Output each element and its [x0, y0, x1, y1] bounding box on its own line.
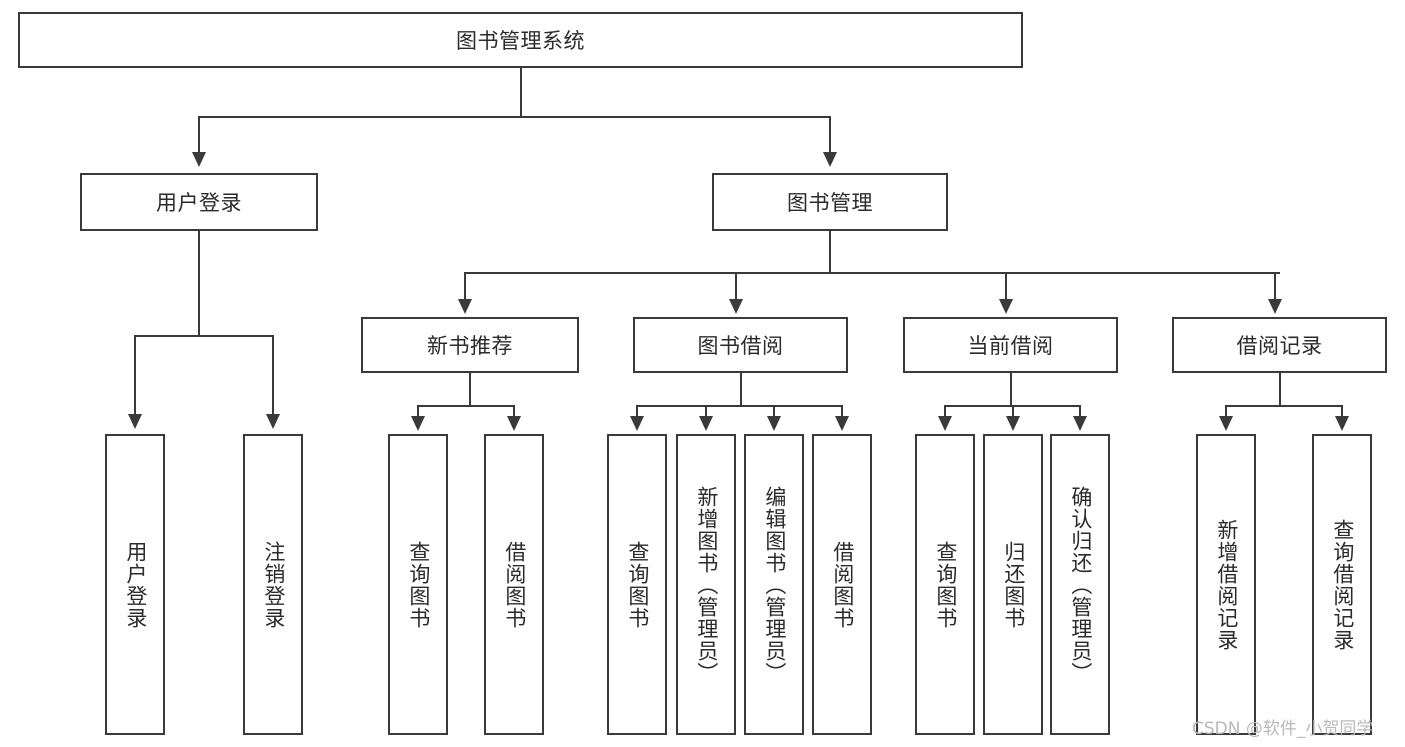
node-label: 查询图书 [625, 540, 650, 629]
arrowhead-cb-confirm-return [1073, 416, 1087, 431]
arrowhead-cb-query-book [938, 416, 952, 431]
node-label: 用户登录 [123, 540, 148, 629]
node-label: 用户登录 [156, 191, 242, 215]
connector-to-borrow-record [1274, 272, 1276, 302]
arrowhead-book-mgmt [823, 152, 837, 167]
node-label: 查询图书 [933, 540, 958, 629]
connector-bb-leaf1 [636, 405, 638, 419]
node-book-borrow[interactable]: 图书借阅 [633, 317, 848, 373]
connector-br-leaf2 [1341, 405, 1343, 419]
connector-to-current-borrow [1005, 272, 1007, 302]
connector-cb-leaf3 [1079, 405, 1081, 419]
leaf-cb-query-book[interactable]: 查询图书 [915, 434, 975, 735]
node-current-borrow[interactable]: 当前借阅 [903, 317, 1118, 373]
arrowhead-bb-add-book [699, 416, 713, 431]
node-label: 归还图书 [1001, 540, 1026, 629]
node-label: 新增借阅记录 [1214, 518, 1239, 651]
leaf-bb-borrow-book[interactable]: 借阅图书 [812, 434, 872, 735]
node-label: 借阅图书 [502, 540, 527, 629]
node-label: 确认归还（管理员） [1068, 485, 1093, 684]
node-book-management[interactable]: 图书管理 [712, 173, 948, 231]
connector-nbr-stem [469, 373, 471, 405]
leaf-bb-query-book[interactable]: 查询图书 [607, 434, 667, 735]
leaf-cb-return-book[interactable]: 归还图书 [983, 434, 1043, 735]
connector-nbr-bus [417, 405, 514, 407]
arrowhead-leaf-logout [266, 414, 280, 429]
connector-to-new-book-rec [464, 272, 466, 302]
connector-bb-stem [740, 373, 742, 405]
node-label: 新书推荐 [427, 334, 513, 358]
node-label: 借阅图书 [830, 540, 855, 629]
connector-user-login-leaf1 [134, 335, 136, 417]
connector-root-stem [520, 68, 522, 116]
arrowhead-br-query-record [1335, 416, 1349, 431]
arrowhead-borrow-record [1268, 299, 1282, 314]
node-label: 借阅记录 [1236, 334, 1323, 358]
arrowhead-new-book-rec [458, 299, 472, 314]
connector-br-stem [1279, 373, 1281, 405]
connector-to-book-mgmt [829, 116, 831, 156]
node-label: 图书管理系统 [456, 29, 585, 53]
connector-bb-leaf4 [841, 405, 843, 419]
node-label: 注销登录 [261, 540, 286, 629]
connector-cb-leaf1 [944, 405, 946, 419]
connector-user-login-bus [134, 335, 272, 337]
arrowhead-bb-borrow-book [835, 416, 849, 431]
arrowhead-cb-return-book [1006, 416, 1020, 431]
connector-br-leaf1 [1225, 405, 1227, 419]
arrowhead-nbr-query-book [411, 416, 425, 431]
node-label: 编辑图书（管理员） [762, 485, 787, 684]
connector-level2-bus [464, 272, 1280, 274]
leaf-logout[interactable]: 注销登录 [243, 434, 303, 735]
arrowhead-bb-query-book [630, 416, 644, 431]
connector-bb-bus [636, 405, 843, 407]
leaf-cb-confirm-return-admin[interactable]: 确认归还（管理员） [1050, 434, 1110, 735]
arrowhead-nbr-borrow-book [507, 416, 521, 431]
leaf-nbr-query-book[interactable]: 查询图书 [388, 434, 448, 735]
connector-nbr-leaf1 [417, 405, 419, 419]
connector-cb-stem [1010, 373, 1012, 405]
connector-cb-leaf2 [1012, 405, 1014, 419]
node-root-system[interactable]: 图书管理系统 [18, 12, 1023, 68]
connector-book-mgmt-stem [829, 231, 831, 273]
arrowhead-current-borrow [999, 299, 1013, 314]
leaf-bb-add-book-admin[interactable]: 新增图书（管理员） [676, 434, 736, 735]
connector-bb-leaf3 [773, 405, 775, 419]
csdn-watermark: CSDN @软件_小贺同学 [1192, 719, 1374, 739]
connector-to-user-login [198, 116, 200, 156]
arrowhead-bb-edit-book [767, 416, 781, 431]
arrowhead-br-add-record [1219, 416, 1233, 431]
connector-user-login-leaf2 [272, 335, 274, 417]
node-label: 查询借阅记录 [1330, 518, 1355, 651]
connector-user-login-stem [198, 231, 200, 335]
node-label: 当前借阅 [967, 334, 1054, 358]
node-label: 图书借阅 [697, 334, 784, 358]
connector-bb-leaf2 [705, 405, 707, 419]
arrowhead-user-login [192, 152, 206, 167]
node-borrow-record[interactable]: 借阅记录 [1172, 317, 1387, 373]
node-label: 新增图书（管理员） [694, 485, 719, 684]
connector-br-bus [1225, 405, 1342, 407]
connector-level1-bus [198, 116, 830, 118]
node-label: 查询图书 [406, 540, 431, 629]
leaf-br-add-record[interactable]: 新增借阅记录 [1196, 434, 1256, 735]
node-new-book-recommend[interactable]: 新书推荐 [361, 317, 579, 373]
connector-to-book-borrow [735, 272, 737, 302]
node-label: 图书管理 [787, 191, 873, 215]
connector-nbr-leaf2 [513, 405, 515, 419]
arrowhead-leaf-user-login [128, 414, 142, 429]
leaf-br-query-record[interactable]: 查询借阅记录 [1312, 434, 1372, 735]
leaf-bb-edit-book-admin[interactable]: 编辑图书（管理员） [744, 434, 804, 735]
leaf-user-login[interactable]: 用户登录 [105, 434, 165, 735]
node-user-login[interactable]: 用户登录 [80, 173, 318, 231]
leaf-nbr-borrow-book[interactable]: 借阅图书 [484, 434, 544, 735]
arrowhead-book-borrow [729, 299, 743, 314]
